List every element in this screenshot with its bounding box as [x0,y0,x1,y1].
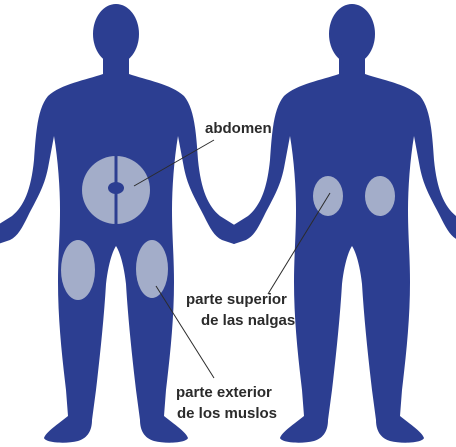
thighs-label-line2: de los muslos [177,405,277,422]
front-body-figure [0,4,240,443]
thighs-label-line1: parte exterior [176,384,272,401]
back-body-figure [228,4,456,443]
abdomen-injection-site [82,156,150,224]
abdomen-label: abdomen [205,120,272,137]
buttocks-label-line1: parte superior [186,291,287,308]
buttocks-label-line2: de las nalgas [201,312,295,329]
right-upper-buttock-site [365,176,395,216]
left-outer-thigh-site [61,240,95,300]
right-outer-thigh-site [136,240,168,298]
